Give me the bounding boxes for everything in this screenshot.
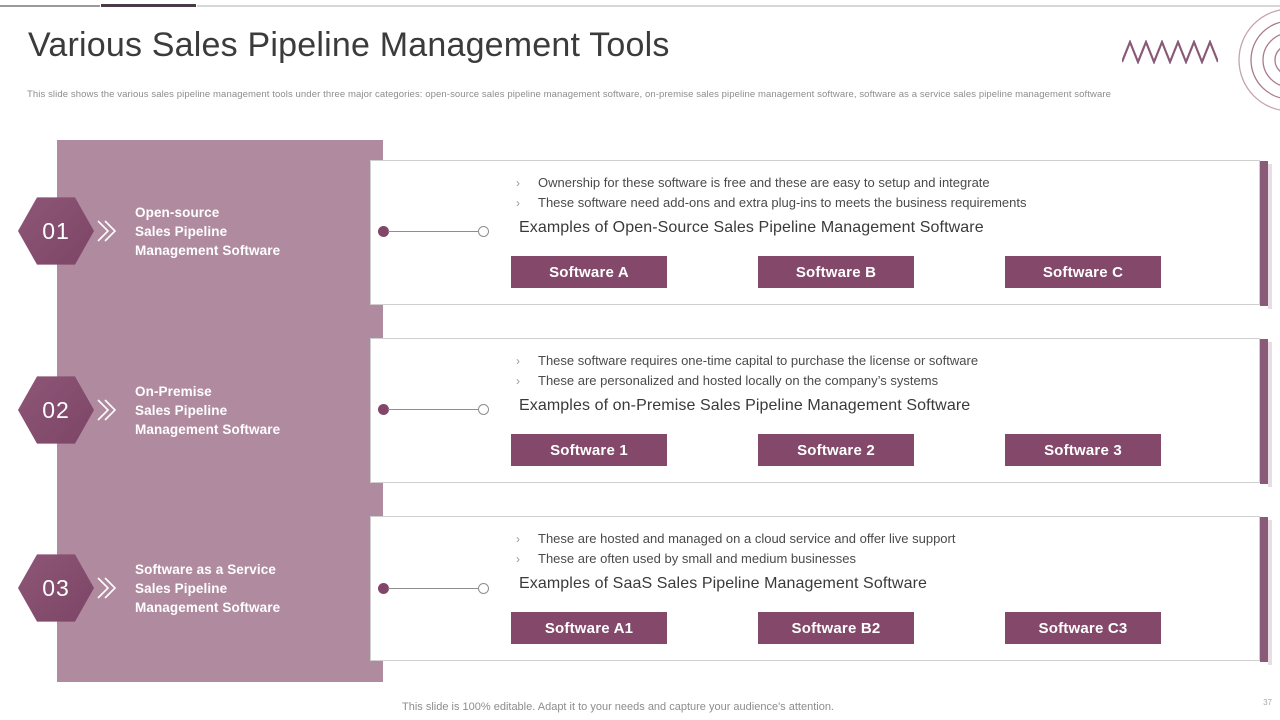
bullet-text: Ownership for these software is free and…: [538, 175, 990, 190]
software-chip[interactable]: Software B: [758, 256, 914, 288]
step-label-line-1: On-Premise: [135, 384, 212, 399]
top-rule-accent: [101, 4, 196, 7]
card-accent-bar: [1260, 339, 1268, 484]
connector-line: [388, 588, 480, 589]
double-chevron-right-icon: [97, 220, 116, 242]
software-chip[interactable]: Software 3: [1005, 434, 1161, 466]
bullet-text: These are often used by small and medium…: [538, 551, 856, 566]
step-label: Software as a Service Sales Pipeline Man…: [135, 560, 375, 617]
software-chip[interactable]: Software 2: [758, 434, 914, 466]
chevron-right-icon: ›: [516, 354, 520, 368]
list-item: › These are often used by small and medi…: [516, 549, 1246, 569]
list-item: › These are hosted and managed on a clou…: [516, 529, 1246, 549]
step-label-line-3: Management Software: [135, 422, 281, 437]
top-rule-right: [197, 5, 1280, 7]
category-step-3[interactable]: 03 Software as a Service Sales Pipeline …: [0, 553, 390, 623]
step-number-badge: 03: [18, 554, 94, 622]
bullet-text: These are personalized and hosted locall…: [538, 373, 939, 388]
chevron-right-icon: ›: [516, 196, 520, 210]
connector-dot: [378, 583, 389, 594]
software-chip[interactable]: Software A1: [511, 612, 667, 644]
examples-heading: Examples of SaaS Sales Pipeline Manageme…: [519, 575, 927, 592]
chevron-right-icon: ›: [516, 176, 520, 190]
software-chip[interactable]: Software B2: [758, 612, 914, 644]
bullet-text: These software requires one-time capital…: [538, 353, 979, 368]
connector-2: [378, 404, 493, 416]
category-step-1[interactable]: 01 Open-source Sales Pipeline Management…: [0, 196, 390, 266]
step-label-line-1: Software as a Service: [135, 562, 276, 577]
connector-3: [378, 583, 493, 595]
examples-heading: Examples of on-Premise Sales Pipeline Ma…: [519, 397, 971, 414]
software-chip[interactable]: Software A: [511, 256, 667, 288]
content-card-3: › These are hosted and managed on a clou…: [370, 516, 1272, 665]
zigzag-icon: [1122, 40, 1218, 64]
card-accent-shadow: [1268, 520, 1272, 665]
step-label-line-3: Management Software: [135, 243, 281, 258]
card-accent-bar: [1260, 161, 1268, 306]
connector-line: [388, 231, 480, 232]
chevron-right-icon: ›: [516, 532, 520, 546]
connector-ring: [478, 226, 489, 237]
chevron-right-icon: ›: [516, 552, 520, 566]
bullet-text: These are hosted and managed on a cloud …: [538, 531, 956, 546]
connector-1: [378, 226, 493, 238]
list-item: › These are personalized and hosted loca…: [516, 371, 1246, 391]
step-label-line-2: Sales Pipeline: [135, 224, 228, 239]
bullet-list: › These software requires one-time capit…: [516, 351, 1246, 391]
page-title: Various Sales Pipeline Management Tools: [28, 26, 670, 64]
double-chevron-right-icon: [97, 577, 116, 599]
step-number-badge: 01: [18, 197, 94, 265]
chevron-right-icon: ›: [516, 374, 520, 388]
category-step-2[interactable]: 02 On-Premise Sales Pipeline Management …: [0, 375, 390, 445]
page-number: 37: [1263, 698, 1272, 707]
content-card-2: › These software requires one-time capit…: [370, 338, 1272, 487]
step-label-line-3: Management Software: [135, 600, 281, 615]
step-label-line-2: Sales Pipeline: [135, 403, 228, 418]
list-item: › These software need add-ons and extra …: [516, 193, 1246, 213]
step-label-line-1: Open-source: [135, 205, 220, 220]
examples-heading: Examples of Open-Source Sales Pipeline M…: [519, 219, 984, 236]
step-label: On-Premise Sales Pipeline Management Sof…: [135, 382, 375, 439]
connector-line: [388, 409, 480, 410]
bullet-list: › Ownership for these software is free a…: [516, 173, 1246, 213]
step-label: Open-source Sales Pipeline Management So…: [135, 203, 375, 260]
software-chip-group: Software 1 Software 2 Software 3: [511, 434, 1241, 466]
connector-dot: [378, 226, 389, 237]
connector-dot: [378, 404, 389, 415]
page-subtitle: This slide shows the various sales pipel…: [27, 89, 1112, 100]
connector-ring: [478, 583, 489, 594]
bullet-list: › These are hosted and managed on a clou…: [516, 529, 1246, 569]
software-chip[interactable]: Software 1: [511, 434, 667, 466]
connector-ring: [478, 404, 489, 415]
card-accent-shadow: [1268, 164, 1272, 309]
software-chip[interactable]: Software C: [1005, 256, 1161, 288]
top-rule-left: [0, 5, 100, 7]
double-chevron-right-icon: [97, 399, 116, 421]
software-chip-group: Software A1 Software B2 Software C3: [511, 612, 1241, 644]
content-card-1: › Ownership for these software is free a…: [370, 160, 1272, 309]
list-item: › Ownership for these software is free a…: [516, 173, 1246, 193]
step-label-line-2: Sales Pipeline: [135, 581, 228, 596]
list-item: › These software requires one-time capit…: [516, 351, 1246, 371]
step-number-badge: 02: [18, 376, 94, 444]
software-chip-group: Software A Software B Software C: [511, 256, 1241, 288]
card-accent-bar: [1260, 517, 1268, 662]
bullet-text: These software need add-ons and extra pl…: [538, 195, 1027, 210]
footer-note: This slide is 100% editable. Adapt it to…: [402, 701, 834, 713]
software-chip[interactable]: Software C3: [1005, 612, 1161, 644]
card-accent-shadow: [1268, 342, 1272, 487]
